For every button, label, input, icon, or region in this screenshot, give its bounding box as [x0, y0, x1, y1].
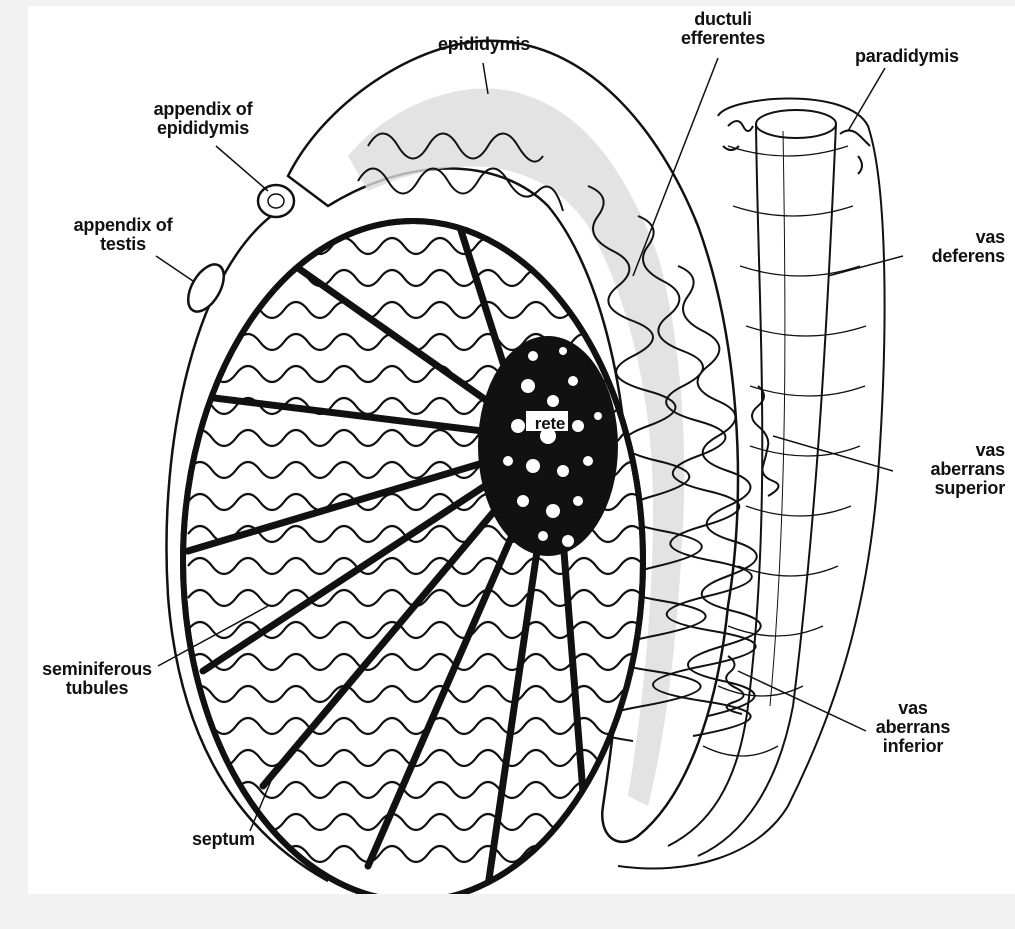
testis-diagram: epididymis ductuli efferentes paradidymi…: [28, 6, 1015, 894]
label-septum: septum: [192, 830, 255, 849]
appendix-of-epididymis-shape: [258, 185, 294, 217]
label-seminiferous-line1: seminiferous: [28, 660, 172, 679]
label-ductuli-line2: efferentes: [658, 29, 788, 48]
appendix-of-testis-shape: [181, 258, 231, 317]
rete-testis-network: [478, 336, 618, 556]
label-seminiferous-tubules: seminiferous tubules: [28, 660, 172, 698]
label-appendix-epididymis-line1: appendix of: [128, 100, 278, 119]
label-ductuli-line1: ductuli: [658, 10, 788, 29]
label-vas-deferens-line2: deferens: [888, 247, 1005, 266]
vas-deferens-top: [756, 110, 836, 138]
label-vas-aberrans-inferior-line2: aberrans: [858, 718, 968, 737]
label-seminiferous-line2: tubules: [28, 679, 172, 698]
label-appendix-epididymis-line2: epididymis: [128, 119, 278, 138]
label-appendix-of-testis: appendix of testis: [48, 216, 198, 254]
label-epididymis: epididymis: [424, 35, 544, 54]
label-rete: rete: [525, 414, 575, 433]
label-vas-aberrans-superior-line2: aberrans: [878, 460, 1005, 479]
label-vas-deferens: vas deferens: [888, 228, 1005, 266]
diagram-artwork: [28, 6, 1015, 894]
label-appendix-testis-line1: appendix of: [48, 216, 198, 235]
label-appendix-of-epididymis: appendix of epididymis: [128, 100, 278, 138]
vas-aberrans-superior-duct: [752, 386, 778, 496]
label-vas-aberrans-superior: vas aberrans superior: [878, 441, 1005, 498]
label-vas-aberrans-inferior-line3: inferior: [858, 737, 968, 756]
label-vas-aberrans-superior-line3: superior: [878, 479, 1005, 498]
label-vas-aberrans-superior-line1: vas: [878, 441, 1005, 460]
label-vas-aberrans-inferior: vas aberrans inferior: [858, 699, 968, 756]
label-vas-aberrans-inferior-line1: vas: [858, 699, 968, 718]
label-paradidymis: paradidymis: [855, 47, 959, 66]
label-ductuli-efferentes: ductuli efferentes: [658, 10, 788, 48]
label-vas-deferens-line1: vas: [888, 228, 1005, 247]
label-appendix-testis-line2: testis: [48, 235, 198, 254]
